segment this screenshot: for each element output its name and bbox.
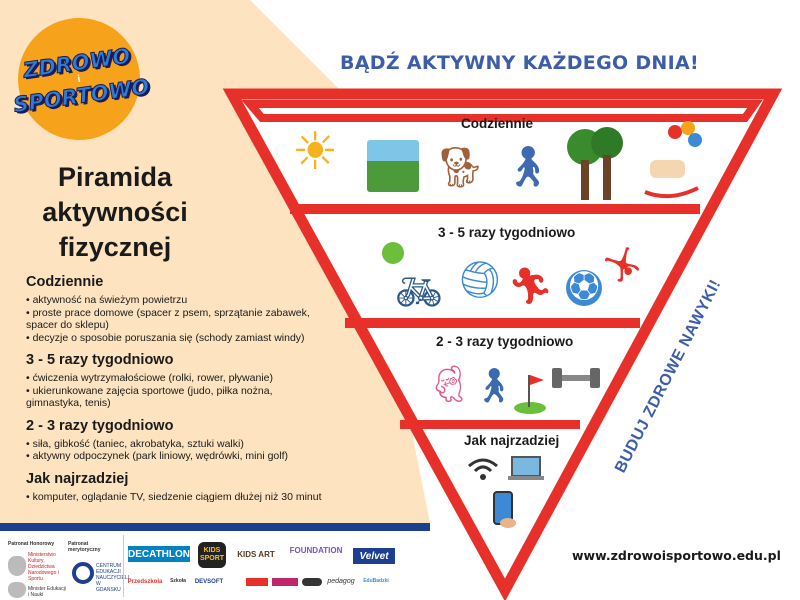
level-label-2-3: 2 - 3 razy tygodniowo <box>436 334 574 349</box>
laptop-icon <box>507 455 545 483</box>
patronage-honorary-label: Patronat Honorowy <box>8 541 55 547</box>
decathlon-logo: DECATHLON <box>128 546 190 562</box>
smartphone-icon <box>490 490 518 530</box>
soccer-ball-icon: ⚽︎ <box>566 270 602 306</box>
wifi-icon <box>466 456 500 482</box>
pyramid-inner-top <box>241 100 763 122</box>
cen-logo: CENTRUM EDUKACJI NAUCZYCIELI W GDAŃSKU <box>96 563 130 593</box>
section-heading: 3 - 5 razy tygodniowo <box>26 352 174 368</box>
dog-icon: 🐕︎ <box>434 145 486 190</box>
golf-flag-icon <box>512 370 550 415</box>
devsoft-logo: DEVSOFT <box>194 578 224 585</box>
hiking-boy-icon: 🚶︎ <box>472 367 516 405</box>
kids-sport-logo: KIDS SPORT <box>198 542 226 568</box>
list-item: • proste prace domowe (spacer z psem, sp… <box>26 306 310 332</box>
section-2-3: 2 - 3 razy tygodniowo • siła, gibkość (t… <box>26 418 326 463</box>
waterfall-landscape-icon <box>367 140 419 192</box>
section-heading: 2 - 3 razy tygodniowo <box>26 417 174 434</box>
partner-logo <box>246 578 268 586</box>
logo-text: SPORTOWO <box>11 73 151 117</box>
pyramid-outline <box>222 88 783 600</box>
trees-icon <box>565 125 625 200</box>
cartwheel-girl-icon: 🤸︎ <box>600 246 644 284</box>
level-label-daily: Codziennie <box>461 116 534 131</box>
list-item: • aktywność na świeżym powietrzu <box>26 294 188 306</box>
bicycle-icon: 🚲︎ <box>394 272 444 314</box>
szkola-logo: Szkoła <box>170 578 186 585</box>
rocking-horse-balloons-icon <box>640 120 705 200</box>
kids-art-logo: KIDS ART <box>237 549 275 559</box>
volleyball-player-icon: 🏐︎ <box>457 258 503 300</box>
eagle-emblem-icon <box>8 582 26 598</box>
list-item: • decyzje o sposobie poruszania się (sch… <box>26 331 305 344</box>
edubadzki-logo: EduBadzki <box>363 578 389 585</box>
list-item: • aktywny odpoczynek (park liniowy, wędr… <box>26 450 288 462</box>
list-item: • ćwiczenia wytrzymałościowe (rolki, row… <box>26 372 273 384</box>
list-item: • komputer, oglądanie TV, siedzenie ciąg… <box>26 490 322 503</box>
przedszkola-logo: Przedszkola <box>127 578 163 585</box>
website-url[interactable]: www.zdrowoisportowo.edu.pl <box>572 548 781 563</box>
divider-1 <box>290 204 700 214</box>
cen-logo-icon <box>72 562 94 584</box>
section-rarely: Jak najrzadziej • komputer, oglądanie TV… <box>26 471 326 504</box>
divider-3 <box>400 420 580 429</box>
level-label-rarely: Jak najrzadziej <box>464 433 560 448</box>
running-boy-icon: 🏃︎ <box>507 265 554 306</box>
section-heading: Codziennie <box>26 274 104 290</box>
list-item: • siła, gibkość (taniec, akrobatyka, szt… <box>26 437 244 450</box>
section-daily: Codziennie • aktywność na świeżym powiet… <box>26 274 326 344</box>
ministry-education-logo: Minister Edukacji i Nauki <box>28 586 66 598</box>
tennis-ball-icon <box>382 242 404 264</box>
patronage-merit-label: Patronat merytoryczny <box>68 541 101 553</box>
divider-2 <box>345 318 640 328</box>
partner-logo <box>272 578 298 586</box>
dumbbell-icon <box>550 360 602 396</box>
partner-logo <box>302 578 322 586</box>
dancing-girl-icon: 💃︎ <box>426 363 472 404</box>
sun-icon: ☀ <box>291 123 339 181</box>
footer-divider-bar <box>0 523 430 531</box>
velvet-logo: Velvet <box>353 548 395 564</box>
pedagog-logo: pedagog <box>327 578 355 586</box>
page-title: Piramida aktywności fizycznej <box>42 162 188 262</box>
list-item: • ukierunkowane zajęcia sportowe (judo, … <box>26 384 273 410</box>
ministry-culture-logo: Ministerstwo Kultury, Dziedzictwa Narodo… <box>28 552 59 582</box>
section-heading: Jak najrzadziej <box>26 470 129 487</box>
eagle-emblem-icon <box>8 556 26 576</box>
foundation-logo: FOUNDATION <box>289 545 343 555</box>
level-label-3-5: 3 - 5 razy tygodniowo <box>438 225 576 240</box>
walking-girl-icon: 🚶︎ <box>502 145 553 189</box>
legend-column: Codziennie • aktywność na świeżym powiet… <box>26 274 326 511</box>
banner-text: BĄDŹ AKTYWNY KAŻDEGO DNIA! <box>340 52 699 74</box>
section-3-5: 3 - 5 razy tygodniowo • ćwiczenia wytrzy… <box>26 352 326 410</box>
footer-separator <box>123 535 124 597</box>
